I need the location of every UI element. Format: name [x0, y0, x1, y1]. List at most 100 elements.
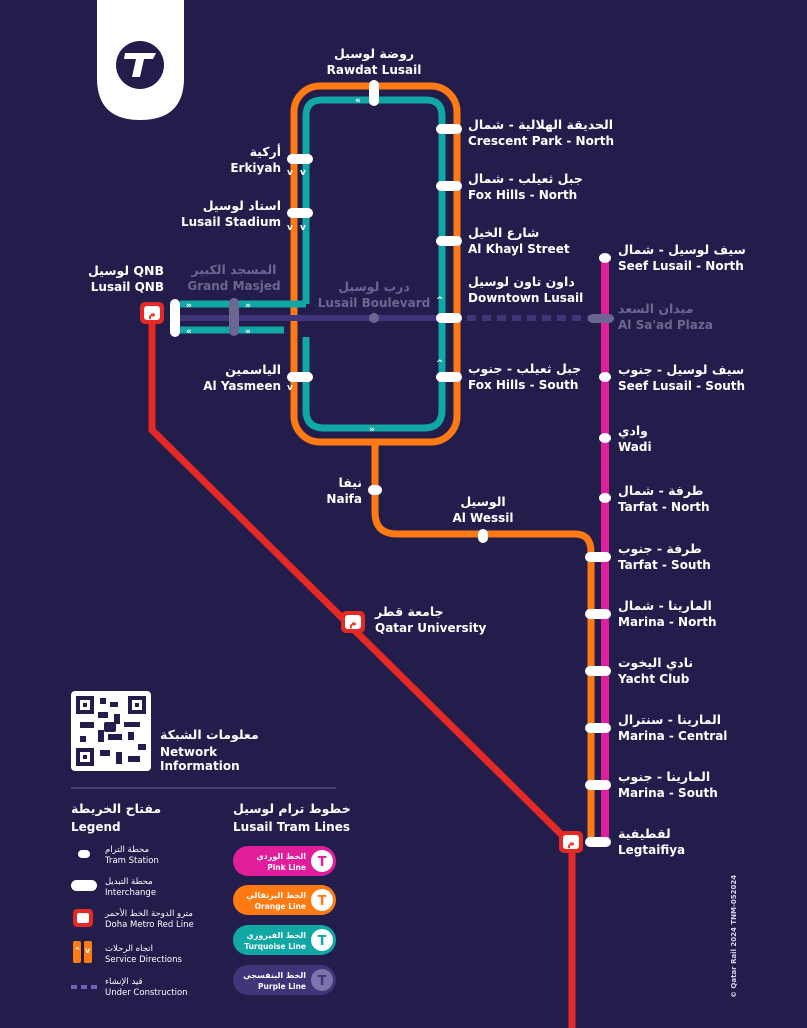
- station-fox-hills-south[interactable]: جبل ثعيلب - جنوب Fox Hills - South: [436, 361, 581, 392]
- svg-text:درب لوسيل: درب لوسيل: [338, 279, 410, 294]
- svg-text:Crescent Park - North: Crescent Park - North: [468, 134, 614, 148]
- svg-text:ميدان السعد: ميدان السعد: [618, 301, 693, 316]
- station-rawdat-lusail[interactable]: روضة لوسيل Rawdat Lusail: [327, 46, 422, 106]
- svg-text:v: v: [287, 168, 293, 178]
- svg-text:Qatar University: Qatar University: [375, 621, 487, 635]
- svg-text:»: »: [186, 301, 192, 311]
- svg-text:ﻡ: ﻡ: [148, 309, 155, 320]
- station-grand-masjed[interactable]: المسجد الكبير Grand Masjed: [187, 262, 281, 336]
- turquoise-line-pill[interactable]: T الخط الفيروزي Turquoise Line: [233, 925, 336, 955]
- svg-text:ﻡ: ﻡ: [567, 838, 574, 849]
- svg-text:سيف لوسيل - جنوب: سيف لوسيل - جنوب: [618, 362, 744, 377]
- svg-text:Information: Information: [160, 759, 240, 773]
- svg-text:معلومات الشبكة: معلومات الشبكة: [160, 727, 259, 742]
- svg-text:Under Construction: Under Construction: [105, 988, 188, 998]
- station-crescent-park-north[interactable]: الحديقة الهلالية - شمال Crescent Park - …: [436, 117, 614, 148]
- svg-text:محطة التبديل: محطة التبديل: [105, 877, 153, 887]
- station-yacht-club[interactable]: نادي اليخوت Yacht Club: [585, 655, 693, 686]
- turquoise-line-loop: [302, 96, 446, 432]
- svg-text:Seef Lusail - South: Seef Lusail - South: [618, 379, 745, 393]
- svg-text:Marina - South: Marina - South: [618, 786, 718, 800]
- svg-text:لقطيفية: لقطيفية: [618, 826, 671, 841]
- svg-text:Al Khayl Street: Al Khayl Street: [468, 242, 570, 256]
- station-marina-north[interactable]: المارينا - شمال Marina - North: [585, 598, 717, 629]
- station-al-yasmeen[interactable]: الياسمين Al Yasmeen: [203, 362, 313, 393]
- station-marina-central[interactable]: المارينا - سنترال Marina - Central: [585, 712, 727, 743]
- svg-text:Rawdat Lusail: Rawdat Lusail: [327, 63, 422, 77]
- station-naifa[interactable]: نيفا Naifa: [326, 475, 382, 506]
- svg-text:المارينا - جنوب: المارينا - جنوب: [618, 769, 710, 784]
- svg-text:خطوط ترام لوسيل: خطوط ترام لوسيل: [233, 801, 351, 817]
- svg-text:«: «: [245, 327, 251, 337]
- svg-text:Service Directions: Service Directions: [105, 955, 183, 965]
- svg-text:طرفة - جنوب: طرفة - جنوب: [618, 541, 702, 556]
- lusail-tram-logo-icon: [116, 41, 164, 89]
- svg-text:أركية: أركية: [250, 143, 281, 159]
- network-info-label: معلومات الشبكة Network Information: [160, 727, 259, 773]
- svg-text:Tarfat - North: Tarfat - North: [618, 500, 710, 514]
- svg-text:Lusail Boulevard: Lusail Boulevard: [318, 296, 430, 310]
- metro-red-line-icon: [73, 909, 93, 927]
- svg-text:المارينا - شمال: المارينا - شمال: [618, 598, 712, 613]
- purple-line-pill[interactable]: T الخط البنفسجي Purple Line: [233, 965, 336, 995]
- svg-text:اتجاه الرحلات: اتجاه الرحلات: [105, 944, 153, 954]
- svg-text:Seef Lusail - North: Seef Lusail - North: [618, 259, 744, 273]
- station-seef-lusail-north[interactable]: سيف لوسيل - شمال Seef Lusail - North: [599, 242, 746, 273]
- svg-text:الخط الوردي: الخط الوردي: [256, 852, 306, 861]
- station-tarfat-north[interactable]: طرفة - شمال Tarfat - North: [599, 483, 710, 514]
- svg-text:Al Wessil: Al Wessil: [452, 511, 513, 525]
- svg-text:Yacht Club: Yacht Club: [617, 672, 690, 686]
- tram-station-icon: [78, 850, 90, 858]
- station-seef-lusail-south[interactable]: سيف لوسيل - جنوب Seef Lusail - South: [599, 362, 745, 393]
- svg-text:Lusail QNB: Lusail QNB: [91, 280, 164, 294]
- station-downtown-lusail[interactable]: داون تاون لوسيل Downtown Lusail: [436, 274, 583, 323]
- svg-text:Al Sa'ad Plaza: Al Sa'ad Plaza: [618, 318, 713, 332]
- station-fox-hills-north[interactable]: جبل ثعيلب - شمال Fox Hills - North: [436, 171, 583, 202]
- station-lusail-stadium[interactable]: استاد لوسيل Lusail Stadium: [181, 198, 313, 229]
- station-al-saad-plaza[interactable]: ميدان السعد Al Sa'ad Plaza: [588, 301, 713, 332]
- svg-text:T: T: [318, 855, 327, 870]
- station-legtaifiya[interactable]: ﻡ لقطيفية Legtaifiya: [559, 826, 685, 857]
- station-lusail-qnb[interactable]: ﻡ لوسيل QNB Lusail QNB: [88, 263, 180, 337]
- svg-text:جامعة قطر: جامعة قطر: [374, 604, 444, 619]
- station-qatar-university[interactable]: ﻡ جامعة قطر Qatar University: [341, 604, 487, 635]
- svg-text:وادي: وادي: [618, 423, 648, 438]
- svg-text:Naifa: Naifa: [326, 492, 362, 506]
- svg-text:Lusail Tram Lines: Lusail Tram Lines: [233, 820, 350, 834]
- svg-text:Legend: Legend: [71, 820, 121, 834]
- svg-text:v: v: [85, 946, 91, 955]
- svg-text:نيفا: نيفا: [339, 475, 363, 490]
- svg-text:لوسيل QNB: لوسيل QNB: [88, 263, 164, 278]
- pink-line-pill[interactable]: T الخط الوردي Pink Line: [233, 846, 336, 876]
- station-tarfat-south[interactable]: طرفة - جنوب Tarfat - South: [585, 541, 711, 572]
- orange-line-pill[interactable]: T الخط البرتقالي Orange Line: [233, 885, 336, 915]
- svg-text:الخط البرتقالي: الخط البرتقالي: [246, 891, 306, 900]
- station-al-wessil[interactable]: الوسيل Al Wessil: [452, 494, 514, 543]
- station-al-khayl-street[interactable]: شارع الخيل Al Khayl Street: [436, 225, 570, 256]
- svg-text:T: T: [318, 894, 327, 909]
- svg-text:^: ^: [436, 296, 444, 306]
- svg-text:T: T: [318, 934, 327, 949]
- svg-text:«: «: [186, 327, 192, 337]
- svg-text:مترو الدوحة الخط الأحمر: مترو الدوحة الخط الأحمر: [104, 908, 193, 919]
- svg-text:Pink Line: Pink Line: [267, 863, 306, 872]
- svg-text:مفتاح الخريطة: مفتاح الخريطة: [71, 801, 161, 816]
- svg-text:Lusail Stadium: Lusail Stadium: [181, 215, 281, 229]
- svg-text:Turquoise Line: Turquoise Line: [244, 942, 306, 951]
- svg-text:Wadi: Wadi: [618, 440, 652, 454]
- svg-text:الخط الفيروزي: الخط الفيروزي: [246, 931, 306, 940]
- station-wadi[interactable]: وادي Wadi: [599, 423, 652, 454]
- tram-lines-legend: خطوط ترام لوسيل Lusail Tram Lines T الخط…: [233, 801, 351, 995]
- svg-text:استاد لوسيل: استاد لوسيل: [203, 198, 281, 213]
- network-info-qr-code[interactable]: [71, 691, 151, 771]
- lusail-tram-logo: [97, 0, 184, 120]
- legend: مفتاح الخريطة Legend محطة الترام Tram St…: [71, 801, 194, 998]
- station-erkiyah[interactable]: أركية Erkiyah: [230, 143, 313, 175]
- svg-text:الخط البنفسجي: الخط البنفسجي: [243, 971, 306, 980]
- svg-text:طرفة - شمال: طرفة - شمال: [618, 483, 703, 498]
- station-lusail-boulevard[interactable]: درب لوسيل Lusail Boulevard: [318, 279, 430, 323]
- svg-text:Grand Masjed: Grand Masjed: [187, 279, 280, 293]
- station-marina-south[interactable]: المارينا - جنوب Marina - South: [585, 769, 718, 800]
